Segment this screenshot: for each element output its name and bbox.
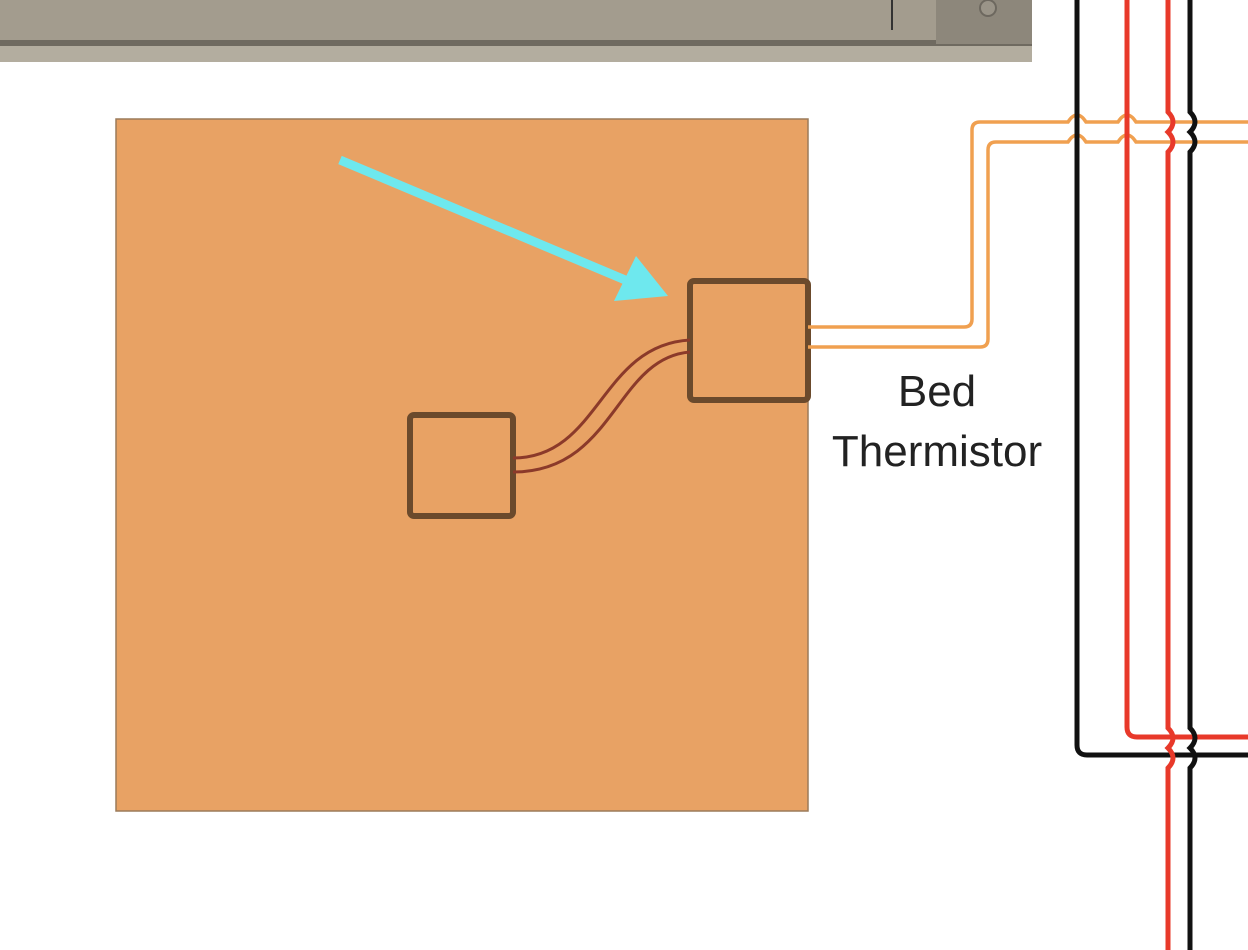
thermistor-sensor xyxy=(407,412,516,519)
bed-thermistor-label: Bed Thermistor xyxy=(812,362,1062,482)
label-line-1: Bed xyxy=(897,367,977,416)
pointer-arrow xyxy=(338,155,668,301)
ground-wire-left xyxy=(1074,0,1248,758)
thermistor-internal-wires xyxy=(512,338,691,474)
top-panel xyxy=(0,0,1032,62)
label-line-2: Thermistor xyxy=(831,427,1043,476)
heated-bed xyxy=(115,118,809,812)
thermistor-wires xyxy=(808,113,1248,349)
power-wire-right xyxy=(1164,0,1176,950)
power-wire-left xyxy=(1124,0,1248,740)
ground-wire-right xyxy=(1186,0,1198,950)
